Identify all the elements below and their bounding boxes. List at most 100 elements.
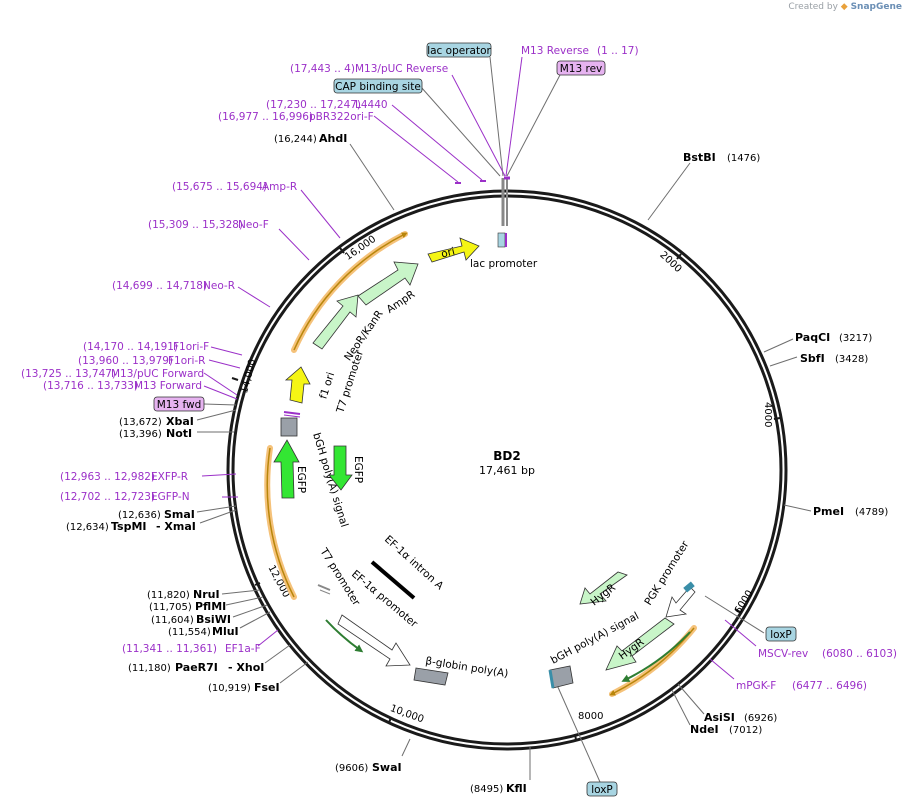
hygr-upper-arrow	[579, 571, 628, 605]
ahdi-pos: (16,244)	[274, 134, 317, 145]
paqci-name: PaqCI	[795, 331, 830, 344]
enzyme-swai: (9606) SwaI	[335, 738, 411, 774]
mscv-rev-range: (6080 .. 6103)	[822, 648, 897, 660]
egfp-left-arrow	[273, 439, 300, 499]
top-site-marks	[455, 176, 510, 226]
hygr-lower-arrow	[605, 617, 675, 671]
neo-r-line	[237, 286, 271, 308]
paer7i-extra: - XhoI	[228, 661, 264, 674]
callout-pbr322ori-f: (16,977 .. 16,996) pBR322ori-F	[218, 111, 374, 123]
f1ori-r-name: F1ori-R	[168, 355, 205, 367]
tspmi-pos: (12,634)	[66, 522, 109, 533]
smai-name: SmaI	[164, 508, 195, 521]
f1ori-r-range: (13,960 .. 13,979)	[78, 355, 173, 367]
green-arc-right	[621, 631, 691, 682]
xbai-line	[196, 409, 237, 421]
lac-operator-box	[426, 42, 492, 58]
enzyme-sbfi: SbfI (3428)	[769, 352, 868, 367]
enzyme-ahdi: (16,244) AhdI	[274, 132, 395, 211]
lac-promoter-label: lac promoter	[470, 258, 538, 270]
callout-line-pbr322ori-f	[373, 115, 459, 183]
enzyme-ndei: NdeI (7012)	[671, 689, 762, 736]
tick-label-8000: 8000	[578, 711, 603, 722]
ef1a-f-line	[257, 629, 279, 647]
enzyme-tspmi: (12,634) TspMI - XmaI	[66, 509, 237, 533]
callout-m13-reverse: M13 Reverse (1 .. 17)	[521, 45, 639, 57]
callout-m13-rev: M13 rev	[556, 60, 606, 76]
ef1a-f-name: EF1a-F	[225, 643, 261, 655]
ori-label: ori	[440, 246, 456, 261]
xbai-name: XbaI	[166, 415, 194, 428]
nrui-name: NruI	[193, 588, 220, 601]
m13-puc-reverse-label: M13/pUC Reverse	[355, 63, 448, 75]
tspmi-line	[199, 509, 237, 524]
tick-8000	[574, 733, 577, 741]
plasmid-length: 17,461 bp	[479, 464, 535, 477]
callout-l4440: (17,230 .. 17,247) L4440	[266, 99, 388, 111]
tick-label-10000: 10,000	[389, 703, 426, 725]
credit-prefix: Created by	[788, 2, 838, 12]
loxp-bottom-line	[556, 684, 601, 783]
enzyme-bstbi: BstBI (1476)	[647, 151, 760, 221]
swai-name: SwaI	[372, 761, 402, 774]
ndei-name: NdeI	[690, 723, 719, 736]
primer-f1ori-f: (14,170 .. 14,191) F1ori-F	[83, 341, 243, 356]
plasmid-name: BD2	[493, 449, 520, 463]
m13-forward-name: M13 Forward	[134, 380, 202, 392]
pmei-pos: (4789)	[855, 507, 888, 518]
f1-ori-label: f1 ori	[317, 371, 337, 401]
tick-14000	[231, 377, 239, 381]
bsiwi-pos: (11,604)	[151, 615, 194, 626]
callout-line-m13-puc-reverse	[451, 74, 506, 177]
m13-puc-forward-name: M13/pUC Forward	[111, 368, 204, 380]
egfp-right-label: EGFP	[352, 456, 364, 483]
tspmi-extra: - XmaI	[156, 520, 196, 533]
l4440-label: L4440	[355, 99, 388, 111]
loxp-right: loxP	[704, 595, 797, 642]
swai-pos: (9606)	[335, 763, 368, 774]
loxp-bottom: loxP	[556, 684, 618, 797]
primer-mpgk-f: mPGK-F (6477 .. 6496)	[709, 658, 867, 692]
noti-pos: (13,396)	[119, 429, 162, 440]
ef1a-promoter-arrow	[337, 614, 411, 667]
f1ori-r-line	[208, 359, 241, 369]
egfp-right-arrow	[328, 445, 353, 491]
snapgene-logo-icon: ◆	[840, 2, 848, 12]
pflmi-pos: (11,705)	[149, 602, 192, 613]
primer-m13-forward: (13,716 .. 13,733) M13 Forward	[43, 380, 238, 400]
tick-12000	[254, 582, 261, 586]
pmei-name: PmeI	[813, 505, 844, 518]
mscv-rev-line	[724, 619, 757, 647]
feature-egfp-right: EGFP	[328, 445, 364, 491]
neo-f-range: (15,309 .. 15,328)	[148, 219, 243, 231]
mscv-rev-name: MSCV-rev	[758, 648, 808, 660]
xbai-pos: (13,672)	[119, 417, 162, 428]
primer-f1ori-r: (13,960 .. 13,979) F1ori-R	[78, 355, 241, 369]
loxp-bottom-box	[586, 781, 618, 797]
bsiwi-line	[232, 604, 268, 618]
m13-fwd-label: M13 fwd	[157, 399, 202, 411]
nrui-line	[221, 589, 261, 595]
enzyme-bsiwi: (11,604) BsiWI	[151, 604, 268, 626]
primer-ef1a-f: (11,341 .. 11,361) EF1a-F	[122, 629, 279, 655]
pgk-promoter-arrow	[665, 586, 696, 618]
paqci-pos: (3217)	[839, 333, 872, 344]
amp-r-range: (15,675 .. 15,694)	[172, 181, 267, 193]
lac-promoter-mark	[497, 232, 506, 248]
enzyme-kfli: (8495) KflI	[470, 747, 531, 795]
m13-puc-forward-range: (13,725 .. 13,747)	[21, 368, 116, 380]
m13-forward-range: (13,716 .. 13,733)	[43, 380, 138, 392]
callout-cap-binding-site: CAP binding site	[333, 78, 423, 94]
m13-reverse-label: M13 Reverse	[521, 45, 589, 57]
amp-r-line	[300, 189, 341, 239]
noti-name: NotI	[166, 427, 192, 440]
mlui-line	[239, 611, 271, 629]
feature-ampr: AmpR	[357, 261, 419, 316]
bstbi-pos: (1476)	[727, 153, 760, 164]
callout-lac-operator: lac operator	[426, 42, 492, 58]
sbfi-line	[769, 356, 798, 367]
asisi-line	[677, 683, 705, 715]
kfli-pos: (8495)	[470, 784, 503, 795]
t7-promoter-top-mark	[283, 411, 301, 415]
bsiwi-name: BsiWI	[196, 613, 231, 626]
